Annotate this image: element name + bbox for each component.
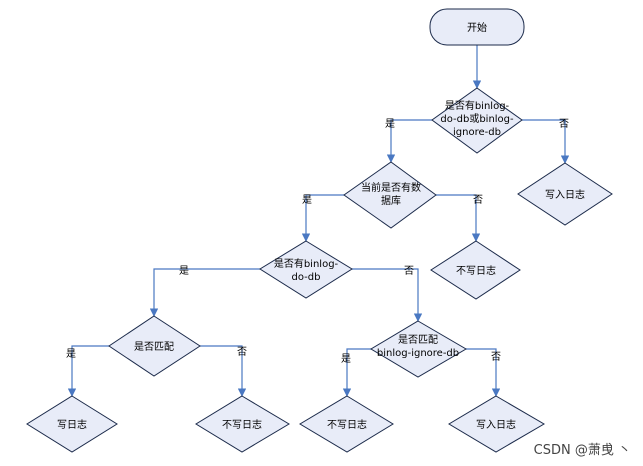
- edge-d4-no: [200, 345, 247, 397]
- action-label: 不写日志: [222, 418, 262, 431]
- decision-label-line-2: do-db: [292, 272, 321, 283]
- decision-label-line-2: do-db或binlog-: [440, 113, 514, 125]
- action-shape: [26, 395, 118, 453]
- action-no-write-log-mid: 不写日志: [430, 240, 521, 300]
- edge-labels: 是 否 是 否 是 否 是 否 是 否: [66, 118, 569, 365]
- decision-label-line-1: 是否匹配: [398, 334, 438, 346]
- label-d4-yes: 是: [66, 348, 76, 360]
- decision-shape: [431, 87, 523, 154]
- action-label: 写入日志: [545, 188, 585, 201]
- decision-match-binlog-ignore: 是否匹配 binlog-ignore-db: [370, 320, 467, 378]
- action-write-log-bottom-left: 写日志: [26, 395, 118, 453]
- start-terminal-shape: [429, 8, 525, 46]
- edge-d5-no: [466, 348, 501, 397]
- edge-d5-yes: [342, 348, 371, 397]
- decision-label-line-2: 据库: [381, 194, 401, 207]
- decision-shape: [108, 315, 201, 377]
- decision-label: 是否匹配: [134, 341, 174, 353]
- edge-d4-yes: [67, 345, 109, 397]
- decision-label-line-1: 是否有binlog-: [445, 99, 510, 112]
- edge-d3-yes: [149, 268, 260, 317]
- decision-has-binlog-do-or-ignore: 是否有binlog- do-db或binlog- ignore-db: [431, 87, 523, 154]
- decision-label-line-1: 当前是否有数: [361, 181, 421, 194]
- label-d3-no: 否: [404, 265, 414, 277]
- decision-match-left: 是否匹配: [108, 315, 201, 377]
- action-label: 不写日志: [456, 264, 496, 277]
- action-no-write-log-bottom-left: 不写日志: [195, 395, 290, 453]
- label-d5-no: 否: [491, 351, 501, 363]
- label-d3-yes: 是: [179, 265, 189, 277]
- label-d1-yes: 是: [385, 118, 395, 130]
- action-no-write-log-bottom-right: 不写日志: [299, 395, 394, 453]
- start-label: 开始: [467, 21, 487, 34]
- edge-d2-no: [436, 194, 481, 242]
- edge-d3-no: [352, 268, 423, 322]
- label-d2-no: 否: [473, 194, 483, 206]
- decision-label-line-3: ignore-db: [453, 127, 501, 138]
- label-d2-yes: 是: [302, 194, 312, 206]
- start-node: 开始: [429, 8, 525, 46]
- label-d1-no: 否: [559, 118, 569, 130]
- action-shape: [448, 395, 545, 453]
- edge-d2-yes: [301, 194, 344, 242]
- label-d5-yes: 是: [341, 353, 351, 365]
- decision-shape: [370, 320, 467, 378]
- action-write-log-top: 写入日志: [517, 162, 613, 226]
- action-shape: [299, 395, 394, 453]
- edge-d1-no: [522, 119, 570, 164]
- decision-has-current-db: 当前是否有数 据库: [343, 161, 437, 229]
- action-label: 写日志: [57, 418, 87, 431]
- action-shape: [430, 240, 521, 300]
- action-shape: [195, 395, 290, 453]
- decision-shape: [343, 161, 437, 229]
- action-shape: [517, 162, 613, 226]
- watermark: CSDN @萧曵 丶: [533, 443, 631, 458]
- action-label: 不写日志: [327, 418, 367, 431]
- decision-label-line-1: 是否有binlog-: [274, 257, 339, 270]
- decision-has-binlog-do: 是否有binlog- do-db: [259, 240, 353, 299]
- action-label: 写入日志: [476, 418, 516, 431]
- decision-label-line-2: binlog-ignore-db: [377, 348, 459, 359]
- decision-shape: [259, 240, 353, 299]
- action-write-log-bottom-right: 写入日志: [448, 395, 545, 453]
- label-d4-no: 否: [237, 346, 247, 358]
- edges: [67, 45, 570, 397]
- edge-d1-yes: [386, 119, 432, 163]
